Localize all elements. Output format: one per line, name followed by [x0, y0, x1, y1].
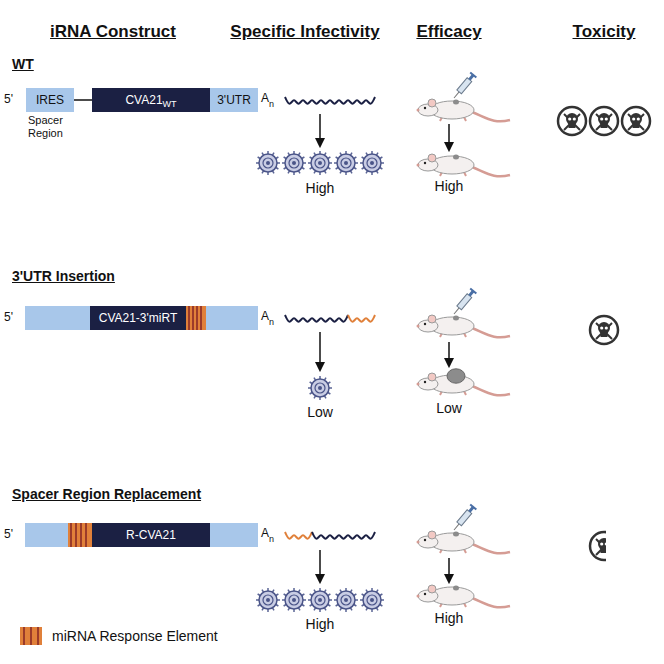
mouse-figure [417, 585, 511, 607]
mouse-figure [417, 369, 511, 395]
row-heading: WT [12, 56, 34, 72]
mouse-figure [417, 72, 511, 121]
skull-icon [590, 107, 618, 135]
poly-a: A [261, 527, 269, 541]
legend-text: miRNA Response Element [52, 628, 218, 644]
legend-swatch [20, 627, 42, 645]
down-arrow [319, 332, 321, 370]
result-text: High [306, 616, 335, 632]
five-prime: 5' [4, 311, 13, 325]
result-text: Low [436, 400, 462, 416]
rna-wave [285, 532, 312, 539]
box-text: 3'UTR [217, 93, 251, 107]
utr-segment [206, 306, 258, 330]
virus-icon [282, 588, 306, 612]
spacer-label: Spacer Region [28, 114, 72, 139]
rna-wave [285, 97, 375, 104]
gene-box: R-CVA21 [92, 523, 210, 547]
subscript: WT [163, 99, 177, 109]
row-heading: 3'UTR Insertion [12, 268, 115, 284]
virus-icon [334, 151, 358, 175]
skull-icon [590, 532, 618, 560]
mouse-figure [417, 504, 511, 553]
virus-icon [360, 151, 384, 175]
rna-wave [312, 532, 375, 539]
ires-box: IRES [26, 88, 74, 112]
five-prime: 5' [4, 93, 13, 107]
virus-icon [308, 376, 332, 400]
virus-icon [256, 588, 280, 612]
poly-a-sub: n [269, 317, 274, 327]
down-arrow [448, 342, 450, 366]
virus-icon [308, 588, 332, 612]
rna-wave [285, 315, 348, 322]
result-text: High [306, 180, 335, 196]
skull-icon [622, 107, 650, 135]
spacer-line [74, 99, 92, 101]
poly-a-sub: n [269, 99, 274, 109]
utr-segment [210, 523, 258, 547]
box-text: CVA21-3'miRT [99, 311, 178, 325]
down-arrow [319, 114, 321, 146]
result-text: Low [307, 404, 333, 420]
virus-icon [334, 588, 358, 612]
column-heading: Specific Infectivity [230, 22, 379, 42]
poly-a: A [261, 92, 269, 106]
column-heading: Toxicity [573, 22, 636, 42]
result-text: High [435, 610, 464, 626]
column-heading: iRNA Construct [50, 22, 176, 42]
poly-a-sub: n [269, 534, 274, 544]
mirna-response-element [68, 523, 92, 547]
ires-segment [25, 523, 68, 547]
skull-icon [558, 107, 586, 135]
utr-box: 3'UTR [210, 88, 258, 112]
down-arrow [319, 550, 321, 582]
gene-box: CVA21WT [92, 88, 210, 112]
poly-a: A [261, 310, 269, 324]
virus-icon [282, 151, 306, 175]
virus-icon [360, 588, 384, 612]
gene-box: CVA21-3'miRT [90, 306, 186, 330]
box-text: IRES [36, 93, 64, 107]
virus-icon [256, 151, 280, 175]
box-text: R-CVA21 [126, 528, 176, 542]
box-text: CVA21 [125, 93, 162, 107]
skull-icon [590, 316, 618, 344]
five-prime: 5' [4, 528, 13, 542]
down-arrow [448, 124, 450, 150]
mouse-figure [417, 288, 511, 337]
rna-wave [348, 315, 375, 322]
mouse-figure [417, 154, 511, 176]
result-text: High [435, 178, 464, 194]
column-heading: Efficacy [416, 22, 481, 42]
down-arrow [448, 558, 450, 582]
row-heading: Spacer Region Replacement [12, 486, 201, 502]
virus-icon [308, 151, 332, 175]
utr-segment [25, 306, 90, 330]
mirna-response-element [186, 306, 206, 330]
